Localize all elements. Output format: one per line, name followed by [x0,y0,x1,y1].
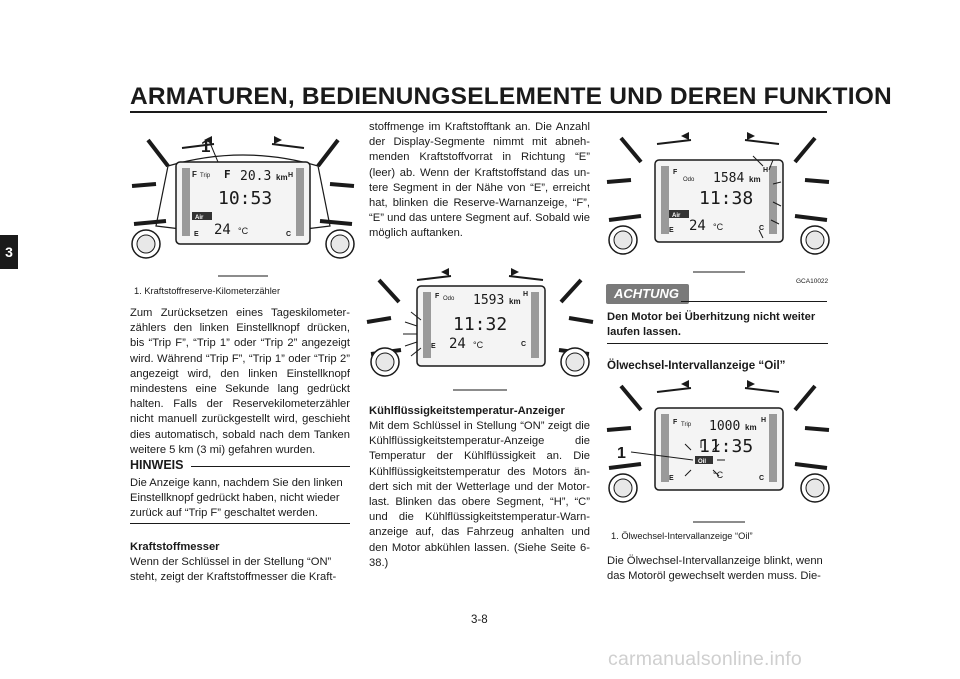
svg-text:km: km [745,423,757,432]
svg-text:F: F [673,169,678,176]
svg-text:Trip: Trip [200,173,211,179]
svg-text:E: E [669,475,674,482]
instrument-figure-temp: F Odo 1584 km H 11:38 Air E 24 °C C [603,126,833,276]
instrument-figure-oil: 1 F Trip 1000 km H 11:35 Oil E °C C [603,378,833,528]
svg-text:°C: °C [473,340,484,350]
svg-text:24: 24 [449,336,466,352]
svg-text:24: 24 [214,222,231,238]
svg-text:°C: °C [238,226,249,236]
svg-text:F: F [673,419,678,426]
title-rule [130,111,827,113]
caution-rule [681,301,827,302]
instrument-figure-fuel: F Odo 1593 km H 11:32 E 24 °C C [365,262,595,402]
svg-text:1584: 1584 [713,171,744,186]
svg-text:Air: Air [195,215,204,221]
svg-text:20.3: 20.3 [240,169,271,184]
svg-text:1000: 1000 [709,419,740,434]
svg-text:F: F [435,293,440,300]
svg-text:10:53: 10:53 [218,188,272,209]
figure-callout: 1 [201,137,210,156]
caution-rule-bottom [607,343,828,344]
svg-text:Oil: Oil [698,459,706,465]
paragraph: Die Ölwechsel-Intervallanzeige blinkt, w… [607,555,823,583]
section-heading: Kraftstoffmesser [130,541,220,553]
note-rule [130,523,350,524]
watermark: carmanualsonline.info [608,648,802,670]
svg-text:km: km [276,173,288,182]
instrument-figure-trip-f: 1 F Trip F 20.3 km H 10:53 Air E 24 °C C [128,126,358,284]
svg-text:24: 24 [689,218,706,234]
page-title: ARMATUREN, BEDIENUNGSELEMENTE UND DEREN … [130,83,892,110]
svg-text:E: E [194,231,199,238]
svg-text:E: E [669,227,674,234]
paragraph: Wenn der Schlüssel in der Stellung “ON” … [130,556,337,584]
svg-text:H: H [523,291,528,298]
caution-code: GCA10022 [796,278,829,285]
svg-text:C: C [286,231,291,238]
chapter-tab: 3 [0,235,18,269]
paragraph: stoffmenge im Kraftstofftank an. Die Anz… [369,121,590,240]
caution-text: Den Motor bei Überhitzung nicht weiter l… [607,311,816,339]
svg-text:11:38: 11:38 [699,188,753,209]
section-heading: Ölwechsel-Intervallanzeige “Oil” [607,359,786,372]
svg-text:C: C [521,341,526,348]
svg-text:Air: Air [672,213,681,219]
svg-text:Odo: Odo [683,177,695,183]
paragraph: Zum Zurücksetzen eines Tageskilometer-zä… [130,307,350,456]
svg-text:C: C [759,475,764,482]
svg-text:1593: 1593 [473,293,504,308]
svg-text:Trip: Trip [681,422,692,428]
caution-label: ACHTUNG [606,284,689,304]
svg-text:F: F [224,168,231,181]
svg-text:km: km [509,297,521,306]
figure-callout: 1 [617,445,626,462]
svg-text:11:35: 11:35 [699,436,753,457]
svg-text:°C: °C [713,470,724,480]
figure-caption: 1. Ölwechsel-Intervallanzeige “Oil” [611,531,753,541]
section-heading: Kühlflüssigkeitstemperatur-Anzeiger [369,405,565,417]
svg-text:H: H [763,167,768,174]
note-text: Die Anzeige kann, nachdem Sie den linken… [130,477,343,520]
svg-text:H: H [288,172,293,179]
svg-text:11:32: 11:32 [453,314,507,335]
svg-text:km: km [749,175,761,184]
note-heading: HINWEIS [130,458,350,472]
figure-caption: 1. Kraftstoffreserve-Kilometerzähler [134,286,281,296]
svg-text:E: E [431,343,436,350]
svg-text:°C: °C [713,222,724,232]
svg-text:Odo: Odo [443,296,455,302]
page-number: 3-8 [471,614,488,626]
paragraph: Mit dem Schlüssel in Stellung “ON” zeigt… [369,420,590,569]
svg-text:H: H [761,417,766,424]
svg-text:F: F [192,170,197,179]
svg-text:C: C [759,225,764,232]
